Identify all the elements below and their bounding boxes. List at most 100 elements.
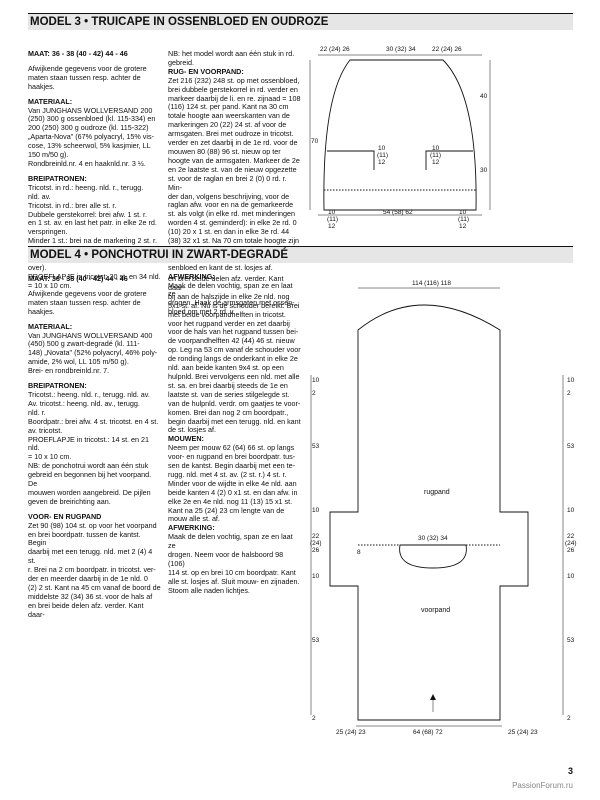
d3-in-r-b: (11) (430, 152, 441, 159)
text-line: middelste 32 (34) 36 st. voor de hals af (28, 591, 153, 601)
section-heading: MAAT: 36 - 38 (40 - 42) 44 - 46 (28, 49, 128, 58)
text-line: Brei- en rondbreinld.nr. 7. (28, 366, 110, 376)
text-line: Tricotst. in rd.: breı alle st. r. (28, 200, 117, 210)
text-line: op. Leg na 53 cm vanaf de schouder voor (168, 345, 301, 355)
text-line: en 2e laatste st. van de nieuw opgezette (168, 164, 297, 174)
text-line: en brei beide delen afz. verder. Kant da… (168, 274, 284, 292)
text-line: Maak de delen vochtig, span ze en laat z… (168, 532, 293, 551)
text-line: NB: de ponchotrui wordt aan één stuk (28, 461, 149, 471)
neck-opening (399, 544, 467, 569)
text-line: mouwen 80 (88) 96 st. nieuw op ter (168, 146, 281, 156)
text-line: rugg. nld. met 4 st. av. (2 st. r.) 4 st… (168, 469, 287, 479)
model4-schematic: 114 (116) 118 10 2 53 10 22 (24) 26 10 5… (310, 280, 577, 736)
d4-bm: 64 (68) 72 (413, 729, 443, 736)
text-line: hulpnld. Brei vervolgens een nld. met al… (168, 371, 300, 381)
section-heading: AFWERKING: (168, 523, 215, 533)
d4-eight: 8 (357, 549, 361, 556)
text-line: gebreid en begonnen bij het voorpand. De (28, 470, 152, 489)
d4-r24: (24) (565, 540, 577, 547)
text-line: 5x1 st. af. Nu is de schouder bereikt. B… (168, 300, 300, 310)
text-line: 150 m/50 g). (28, 150, 69, 160)
d3-top-right: 22 (24) 26 (432, 46, 462, 53)
direction-arrow (430, 694, 436, 700)
text-line: voor de hals van het rugpand tussen bei- (168, 327, 299, 337)
text-line: r. Brei na 2 cm boordpatr. in tricotst. … (28, 565, 156, 575)
text-line: av. tricotst. (28, 425, 63, 435)
d3-l70: 70 (311, 138, 319, 145)
text-line: met beide voorpandhelften in tricotst. (168, 309, 286, 319)
d3-top-left: 22 (24) 26 (320, 46, 350, 53)
text-line: = 10 x 10 cm. (28, 280, 72, 290)
text-line: raglan afw. voor en na de gemarkeerde (168, 200, 294, 210)
d4-br: 25 (24) 23 (508, 729, 538, 736)
text-line: bij aan de halszijde in elke 2e nld. nog (168, 291, 290, 301)
section-heading: MAAT: 36 - 38 (40 - 42) 44 - 46 (28, 274, 128, 283)
section-heading: BREIPATRONEN: (28, 381, 87, 391)
text-line: maten staan tussen resp. achter de (28, 297, 141, 307)
text-line: van de hulpnld. verdr. om gaatjes te voo… (168, 398, 301, 408)
d3-in-r-a: 10 (432, 145, 440, 152)
text-line: 148) „Novata" (52% polyacryl, 46% poly- (28, 348, 158, 358)
text-line: markeringen 20 (22) 24 st. af voor de (168, 120, 287, 130)
d4-r2a: 2 (567, 390, 571, 397)
text-line: Minder voor de wijdte in elke 4e nld. aa… (168, 478, 297, 488)
text-line: totale hoogte aan weerskanten van de (168, 111, 290, 121)
d3-bl-b: (11) (327, 216, 338, 223)
model4-column-1: MAAT: 36 - 38 (40 - 42) 44 - 46 Afwijkend… (28, 274, 161, 620)
text-line: elke 2e en 4e nld. nog 11 (13) 15 x1 st. (168, 496, 293, 506)
d4-r53a: 53 (567, 443, 575, 450)
text-line: verspringen. (28, 227, 68, 237)
d4-r22: 22 (567, 533, 575, 540)
d4-top: 114 (116) 118 (412, 280, 451, 287)
text-line: senbloed en kant de st. losjes af. (168, 262, 273, 272)
text-line: der en meerder daarbij in de 1e nld. 0 (28, 574, 148, 584)
text-line: mouwen worden aangebreid. De pijlen (28, 487, 151, 497)
text-line: Afwijkende gegevens voor de grotere (28, 63, 147, 73)
d4-l10c: 10 (312, 573, 320, 580)
d3-br-c: 12 (459, 223, 467, 230)
text-line: maten staan tussen resp. achter de (28, 72, 141, 82)
d3-in-l-a: 10 (378, 145, 386, 152)
text-line: de voorpandhelften 42 (44) 46 st. nieuw (168, 336, 295, 346)
d4-l2b: 2 (312, 715, 316, 722)
text-line: st. als volgt (in elke rd. met mindering… (168, 209, 296, 219)
text-line: alle st. losjes af. Sluit mouw- en zijna… (168, 576, 300, 586)
d3-top-mid: 30 (32) 34 (386, 46, 416, 53)
text-line: Zet 90 (98) 104 st. op voor het voorpand (28, 520, 157, 530)
text-line: gebreid. (168, 57, 194, 67)
d3-br-b: (11) (458, 216, 469, 223)
text-line: verder en zet daarbij in de 1e rd. voor … (168, 138, 298, 148)
text-line: Av. tricotst.: heeng. nld. av., terugg. (28, 398, 140, 408)
d3-in-r-c: 12 (432, 159, 440, 166)
text-line: over). (28, 262, 47, 272)
d4-l2a: 2 (312, 390, 316, 397)
page-number: 3 (567, 766, 573, 776)
d3-in-l-c: 12 (378, 159, 386, 166)
text-line: 114 st. op en brei 10 cm boordpatr. Kant (168, 567, 296, 577)
text-line: markeer daarbij de li. en re. zijnaad = … (168, 93, 301, 103)
text-line: brei dubbele gerstekorrel in rd. verder … (168, 84, 298, 94)
text-line: Maak de delen vochtig, span ze en laat z… (168, 280, 293, 299)
d3-r40: 40 (480, 93, 488, 100)
text-line: haakjes. (28, 81, 55, 91)
text-line: der dan, volgens beschrijving, voor de (168, 191, 290, 201)
d4-l53a: 53 (312, 443, 320, 450)
d3-in-l-b: (11) (377, 152, 388, 159)
d4-voorpand: voorpand (421, 607, 450, 614)
d3-r30: 30 (480, 167, 488, 174)
text-line: nld. r. (28, 407, 46, 417)
text-line: cose, 13% scheerwol, 5% kasjmier, LL (28, 141, 151, 151)
d4-r53b: 53 (567, 637, 575, 644)
text-line: komen. Brei dan nog 2 cm boordpatr., (168, 407, 289, 417)
text-line: Afwijkende gegevens voor de grotere (28, 288, 147, 298)
cape-outline (323, 59, 477, 211)
d4-l26: 26 (312, 547, 320, 554)
text-line: nld. aan beide kanten 9x4 st. op een (168, 363, 284, 373)
text-line: (10) 20 x 1 st. en dan in elke 3e rd. 44 (168, 227, 290, 237)
text-line: Boordpatr.: brei afw. 4 st. tricotst. en… (28, 416, 159, 426)
text-line: worden 4 st. geminderd): in elke 2e rd. … (168, 218, 297, 228)
text-line: (38) 32 x1 st. Na 70 cm totale hoogte zi… (168, 236, 300, 246)
text-line: Neem per mouw 62 (64) 66 st. op langs (168, 443, 295, 453)
text-line: hoogte van de armsgaten. Markeer de 2e (168, 155, 300, 165)
section-heading: MOUWEN: (168, 434, 204, 444)
